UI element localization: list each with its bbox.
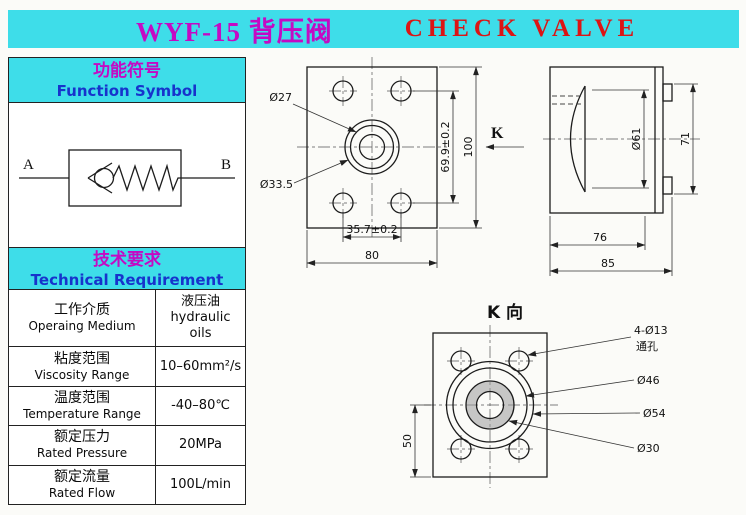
valve-seat — [87, 162, 113, 194]
spec-value-cell: 液压油 hydraulic oils — [155, 288, 246, 348]
leader-line — [525, 379, 635, 398]
side-body-outline — [549, 66, 664, 214]
bore-circle — [475, 390, 505, 420]
spec-value-cell: 10–60mm²/s — [155, 346, 246, 387]
side-view: Ø61 71 76 85 — [543, 66, 700, 276]
dim-d33-5: Ø33.5 — [260, 178, 293, 191]
flange-outline — [432, 332, 548, 478]
spec-value-line2: hydraulic oils — [170, 310, 231, 342]
k-view: K 向 4-Ø13 通孔 Ø46 Ø54 Ø30 50 — [401, 302, 668, 488]
table-row: 工作介质 Operaing Medium 液压油 hydraulic oils — [8, 288, 246, 348]
port-b-label: B — [221, 157, 231, 173]
bolt-hole — [508, 350, 530, 372]
k-view-title: K 向 — [487, 302, 523, 323]
leader-line — [532, 411, 641, 417]
leader-line — [293, 159, 349, 184]
dim-4-d13: 4-Ø13 — [634, 324, 668, 337]
function-symbol-heading-cn: 功能符号 — [93, 61, 161, 81]
spec-label-cn: 额定流量 — [54, 468, 110, 485]
table-row: 额定压力 Rated Pressure 20MPa — [8, 425, 246, 466]
symbol-body — [68, 149, 182, 207]
circle-d54 — [445, 360, 535, 450]
spec-label-cn: 温度范围 — [54, 389, 110, 406]
bolt-hole — [332, 80, 354, 102]
centerlines — [424, 325, 558, 488]
dim-d46: Ø46 — [637, 374, 660, 387]
mounting-tab — [662, 83, 673, 102]
bolt-hole — [450, 438, 472, 460]
spec-label-en: Operaing Medium — [28, 319, 136, 334]
leader-line — [292, 103, 357, 133]
bore-circle — [358, 133, 386, 161]
check-valve-symbol: A B — [19, 149, 235, 207]
table-row: 粘度范围 Viscosity Range 10–60mm²/s — [8, 346, 246, 387]
title-bar: WYF-15 背压阀 CHECK VALVE — [8, 10, 739, 48]
dim-71: 71 — [679, 132, 692, 146]
spec-label-cell: 工作介质 Operaing Medium — [8, 288, 156, 348]
hole-centerlines — [329, 76, 415, 218]
dim-d30: Ø30 — [637, 442, 660, 455]
spec-label-cn: 工作介质 — [54, 302, 110, 319]
spec-label-en: Viscosity Range — [34, 367, 130, 382]
boss-circle-33-5 — [344, 119, 400, 175]
dim-d61: Ø61 — [630, 128, 643, 151]
spec-label-en: Rated Flow — [48, 485, 116, 500]
dim-through-hole-note: 通孔 — [636, 340, 658, 353]
circle-d46 — [452, 367, 528, 443]
dim-d54: Ø54 — [643, 407, 666, 420]
page-title-en: CHECK VALVE — [404, 15, 640, 42]
page-title-cn: WYF-15 背压阀 — [136, 16, 333, 47]
dim-76: 76 — [593, 231, 607, 244]
spec-value-cell: 100L/min — [155, 464, 246, 506]
function-symbol-heading-en: Function Symbol — [56, 82, 198, 100]
dim-85: 85 — [601, 257, 615, 270]
table-row: 温度范围 Temperature Range -40–80℃ — [8, 385, 246, 427]
front-view: Ø27 Ø33.5 69.9±0.2 100 K 35.7±0.2 80 — [260, 57, 524, 268]
leader-line — [527, 336, 632, 357]
port-a-label: A — [23, 157, 34, 173]
bolt-hole — [450, 350, 472, 372]
circle-d30 — [465, 380, 515, 430]
table-row: 额定流量 Rated Flow 100L/min — [8, 464, 246, 506]
spec-label-cell: 温度范围 Temperature Range — [8, 385, 156, 427]
spec-label-cell: 额定流量 Rated Flow — [8, 464, 156, 506]
spec-label-cn: 粘度范围 — [54, 350, 110, 367]
function-symbol-header: 功能符号 Function Symbol — [8, 57, 246, 103]
dim-69-9: 69.9±0.2 — [439, 121, 452, 172]
valve-ball — [93, 167, 115, 189]
dim-50: 50 — [401, 434, 414, 448]
hatched-ring — [466, 381, 514, 429]
extension-lines — [592, 89, 649, 189]
spec-label-en: Rated Pressure — [36, 446, 128, 461]
spec-value-cell: -40–80℃ — [155, 385, 246, 427]
front-body-outline — [306, 66, 438, 229]
dim-35-7: 35.7±0.2 — [346, 223, 397, 236]
bolt-hole — [508, 438, 530, 460]
spec-value: 液压油 — [180, 294, 220, 310]
spec-label-cell: 额定压力 Rated Pressure — [8, 425, 156, 466]
view-k-letter: K — [491, 125, 504, 142]
spec-label-cn: 额定压力 — [54, 429, 110, 446]
spec-label-cell: 粘度范围 Viscosity Range — [8, 346, 156, 387]
bolt-hole — [390, 80, 412, 102]
boss-circle-27 — [349, 124, 395, 170]
spec-label-en: Temperature Range — [23, 406, 141, 421]
valve-spring — [112, 163, 181, 193]
dim-d27: Ø27 — [269, 91, 292, 104]
mounting-tab — [662, 176, 673, 195]
technical-requirement-heading-en: Technical Requirement — [30, 271, 224, 289]
technical-requirement-header: 技术要求 Technical Requirement — [8, 247, 246, 290]
boss-profile — [569, 85, 586, 193]
dim-80: 80 — [365, 249, 379, 262]
leader-line — [508, 419, 635, 449]
technical-requirement-heading-cn: 技术要求 — [93, 250, 161, 270]
hidden-lines — [552, 95, 584, 105]
dim-100: 100 — [462, 137, 475, 158]
spec-value-cell: 20MPa — [155, 425, 246, 466]
engineering-drawings: Ø27 Ø33.5 69.9±0.2 100 K 35.7±0.2 80 Ø61… — [260, 57, 700, 488]
function-symbol-diagram: A B — [8, 102, 246, 248]
technical-requirement-table: 工作介质 Operaing Medium 液压油 hydraulic oils … — [8, 288, 246, 506]
